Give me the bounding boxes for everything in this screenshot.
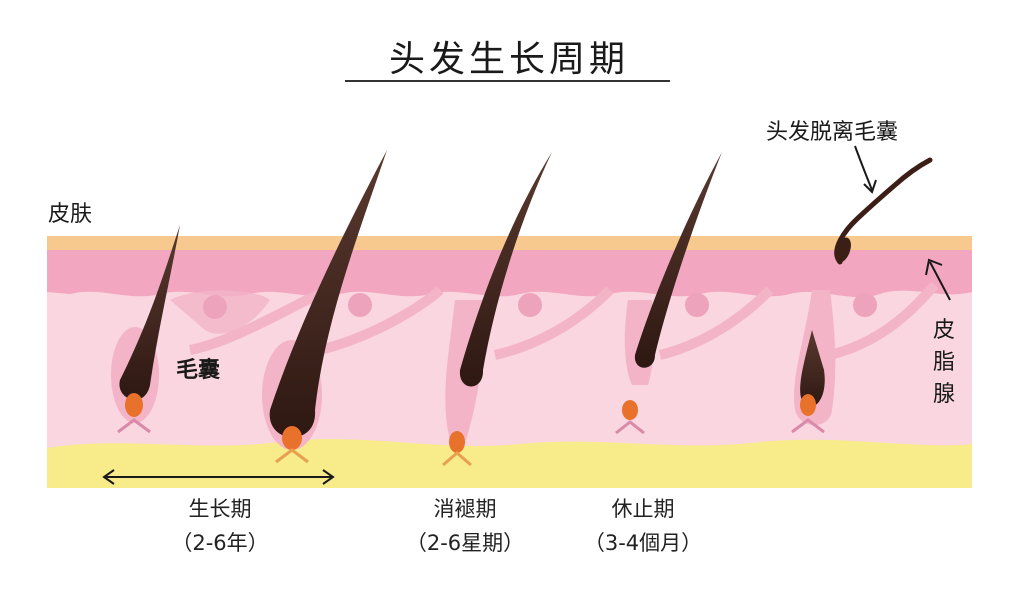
follicle-exogen [791,157,933,434]
page-title: 头发生长周期 [388,39,629,80]
sebaceous-gland-label: 皮 脂 腺 [932,318,955,407]
skin-label: 皮肤 [48,202,93,227]
hair-leaves-follicle-label: 头发脱离毛囊 [766,120,899,145]
stage-name: 休止期 [611,497,675,521]
arrow-hair-leaves [854,145,873,191]
stage-name: 消褪期 [433,497,497,521]
stage-telogen: 休止期 （3-4個月） [558,492,728,560]
follicle-anagen-1 [111,225,180,434]
follicle-telogen [615,152,722,435]
arrow-sebaceous-gland [929,261,951,301]
stage-name: 生长期 [188,497,252,521]
stage-catagen: 消褪期 （2-6星期） [380,492,550,560]
sebaceous-glands [170,281,939,360]
follicle-catagen [442,152,552,467]
skin-cross-section [47,236,972,488]
title-underline [345,80,670,82]
follicle-anagen-2 [262,150,387,464]
stage-duration: （2-6年） [171,531,269,555]
stage-duration: （2-6星期） [405,531,525,555]
stage-duration: （3-4個月） [583,531,703,555]
stage-anagen: 生长期 （2-6年） [140,492,300,560]
follicle-label: 毛囊 [176,358,221,383]
shed-hair [834,157,933,265]
